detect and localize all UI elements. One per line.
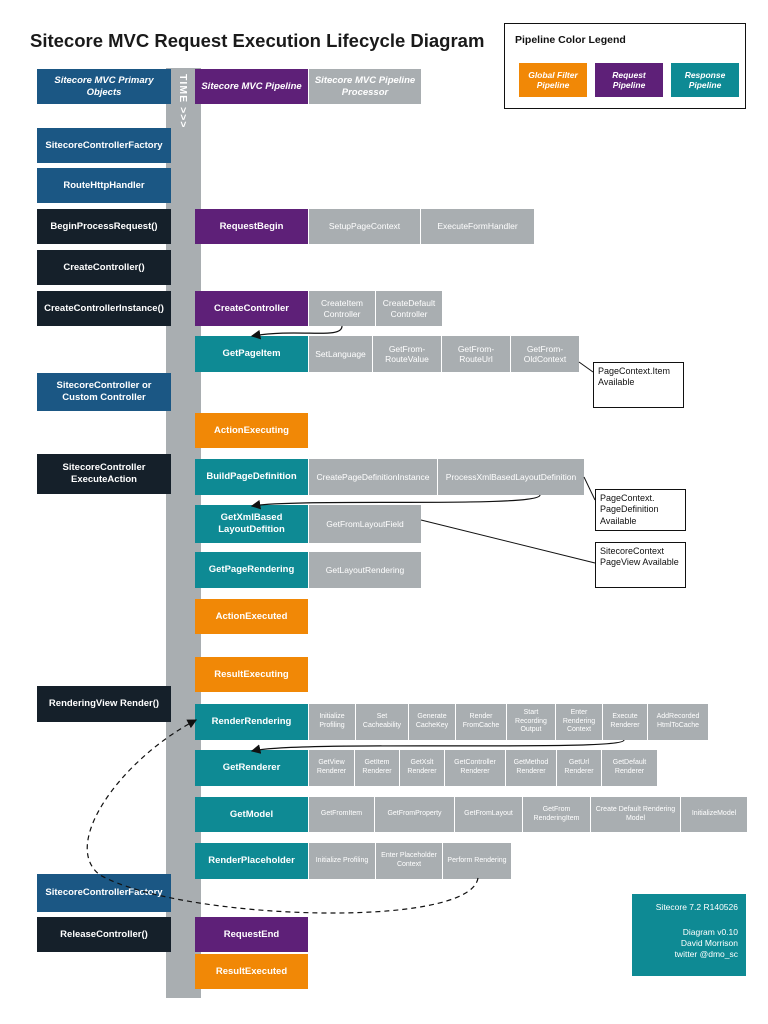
processor-rr-initialize-profiling: Initialize Profiling: [309, 704, 355, 740]
processor-set-language: SetLanguage: [309, 336, 372, 372]
header-pipeline-processor: Sitecore MVC Pipeline Processor: [309, 69, 421, 104]
processor-rp-initialize-profiling: Initialize Profiling: [309, 843, 375, 879]
pipeline-action-executing: ActionExecuting: [195, 413, 308, 448]
processor-execute-form-handler: ExecuteFormHandler: [421, 209, 534, 244]
pipeline-render-rendering: RenderRendering: [195, 704, 308, 740]
pipeline-action-executed: ActionExecuted: [195, 599, 308, 634]
processor-gr-get-default-renderer: GetDefault Renderer: [602, 750, 657, 786]
callout-page-context-item: PageContext.Item Available: [593, 362, 684, 408]
processor-gr-get-view-renderer: GetView Renderer: [309, 750, 354, 786]
processor-get-from-old-context: GetFrom- OldContext: [511, 336, 579, 372]
processor-rr-add-recorded-html-to-cache: AddRecorded HtmlToCache: [648, 704, 708, 740]
object-sitecore-controller-factory: SitecoreControllerFactory: [37, 128, 171, 163]
pipeline-get-page-rendering: GetPageRendering: [195, 552, 308, 588]
processor-rr-enter-rendering-context: Enter Rendering Context: [556, 704, 602, 740]
processor-gm-get-from-rendering-item: GetFrom RenderingItem: [523, 797, 590, 832]
legend-response-pipeline: Response Pipeline: [671, 63, 739, 97]
arrow-create-to-getpageitem: [250, 325, 343, 340]
processor-gr-get-url-renderer: GetUrl Renderer: [557, 750, 601, 786]
header-primary-objects: Sitecore MVC Primary Objects: [37, 69, 171, 104]
arrow-processxml-to-getxml: [250, 494, 541, 510]
processor-get-from-route-url: GetFrom- RouteUrl: [442, 336, 510, 372]
processor-rr-generate-cache-key: Generate CacheKey: [409, 704, 455, 740]
object-sitecore-controller: SitecoreController or Custom Controller: [37, 373, 171, 411]
legend-title: Pipeline Color Legend: [515, 34, 626, 46]
processor-rr-render-from-cache: Render FromCache: [456, 704, 506, 740]
processor-gm-get-from-property: GetFromProperty: [375, 797, 454, 832]
processor-create-page-definition-instance: CreatePageDefinitionInstance: [309, 459, 437, 495]
processor-create-default-controller: CreateDefault Controller: [376, 291, 442, 326]
version-author: David Morrison: [680, 938, 738, 949]
processor-process-xml-based-layout-definition: ProcessXmlBasedLayoutDefinition: [438, 459, 584, 495]
processor-gr-get-item-renderer: GetItem Renderer: [355, 750, 399, 786]
processor-gr-get-method-renderer: GetMethod Renderer: [506, 750, 556, 786]
pipeline-get-model: GetModel: [195, 797, 308, 832]
processor-rp-enter-placeholder-context: Enter Placeholder Context: [376, 843, 442, 879]
pipeline-request-end: RequestEnd: [195, 917, 308, 952]
arrow-execute-to-getrenderer: [250, 739, 625, 754]
pipeline-get-page-item: GetPageItem: [195, 336, 308, 372]
processor-gm-get-from-layout: GetFromLayout: [455, 797, 522, 832]
version-twitter: twitter @dmo_sc: [674, 949, 738, 960]
processor-gm-create-default-rendering-model: Create Default Rendering Model: [591, 797, 680, 832]
processor-get-from-route-value: GetFrom- RouteValue: [373, 336, 441, 372]
processor-gm-get-from-item: GetFromItem: [309, 797, 374, 832]
version-info: Sitecore 7.2 R140526 Diagram v0.10 David…: [632, 894, 746, 976]
pipeline-get-renderer: GetRenderer: [195, 750, 308, 786]
processor-rr-set-cacheability: Set Cacheability: [356, 704, 408, 740]
leader-page-context-item: [578, 361, 594, 373]
object-route-http-handler: RouteHttpHandler: [37, 168, 171, 203]
pipeline-request-begin: RequestBegin: [195, 209, 308, 244]
processor-create-item-controller: CreateItem Controller: [309, 291, 375, 326]
leader-page-definition: [583, 476, 596, 501]
processor-rr-start-recording-output: Start Recording Output: [507, 704, 555, 740]
time-label: TIME >>>: [177, 74, 189, 129]
diagram-title: Sitecore MVC Request Execution Lifecycle…: [30, 30, 485, 51]
header-pipeline: Sitecore MVC Pipeline: [195, 69, 308, 104]
legend-request-pipeline: Request Pipeline: [595, 63, 663, 97]
loop-perform-rendering-to-render-rendering: [86, 719, 479, 914]
legend-global-filter-pipeline: Global Filter Pipeline: [519, 63, 587, 97]
pipeline-color-legend: Pipeline Color Legend Global Filter Pipe…: [504, 23, 746, 109]
object-create-controller: CreateController(): [37, 250, 171, 285]
pipeline-get-xml-based-layout: GetXmlBased LayoutDefition: [195, 505, 308, 543]
processor-setup-page-context: SetupPageContext: [309, 209, 420, 244]
object-begin-process-request: BeginProcessRequest(): [37, 209, 171, 244]
processor-rr-execute-renderer: Execute Renderer: [603, 704, 647, 740]
callout-page-definition: PageContext. PageDefinition Available: [595, 489, 686, 531]
pipeline-build-page-definition: BuildPageDefinition: [195, 459, 308, 495]
object-create-controller-instance: CreateControllerInstance(): [37, 291, 171, 326]
object-release-controller: ReleaseController(): [37, 917, 171, 952]
object-rendering-view-render: RenderingView Render(): [37, 686, 171, 722]
pipeline-result-executing: ResultExecuting: [195, 657, 308, 692]
pipeline-render-placeholder: RenderPlaceholder: [195, 843, 308, 879]
leader-page-view: [420, 519, 596, 564]
version-sitecore: Sitecore 7.2 R140526: [655, 902, 738, 912]
version-diagram: Diagram v0.10: [682, 927, 738, 938]
object-execute-action: SitecoreController ExecuteAction: [37, 454, 171, 494]
object-sitecore-controller-factory-release: SitecoreControllerFactory: [37, 874, 171, 912]
callout-page-view: SitecoreContext PageView Available: [595, 542, 686, 588]
processor-get-from-layout-field: GetFromLayoutField: [309, 505, 421, 543]
pipeline-create-controller: CreateController: [195, 291, 308, 326]
processor-gr-get-xslt-renderer: GetXslt Renderer: [400, 750, 444, 786]
processor-gr-get-controller-renderer: GetController Renderer: [445, 750, 505, 786]
pipeline-result-executed: ResultExecuted: [195, 954, 308, 989]
processor-gm-initialize-model: InitializeModel: [681, 797, 747, 832]
processor-rp-perform-rendering: Perform Rendering: [443, 843, 511, 879]
processor-get-layout-rendering: GetLayoutRendering: [309, 552, 421, 588]
